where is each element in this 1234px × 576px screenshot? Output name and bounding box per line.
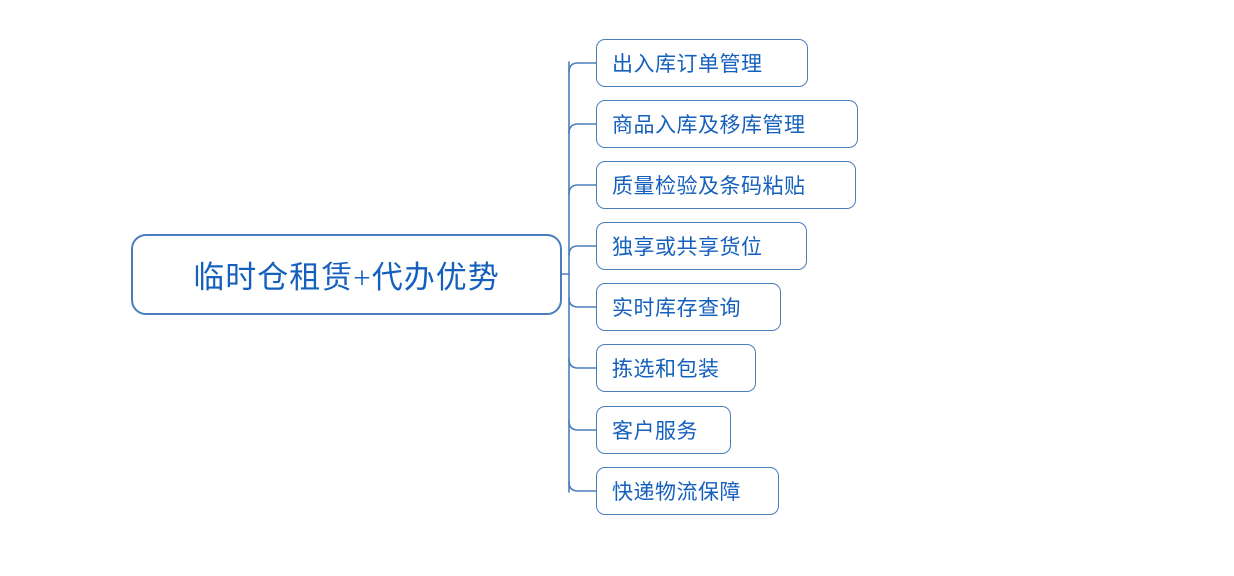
child-node-label: 出入库订单管理 [612, 52, 763, 76]
child-node-3[interactable]: 质量检验及条码粘贴 [596, 161, 856, 209]
branch-connector-8 [568, 481, 597, 492]
child-node-label: 质量检验及条码粘贴 [612, 174, 806, 198]
branch-connector-3 [568, 184, 597, 195]
branch-connector-1 [568, 62, 597, 73]
child-node-8[interactable]: 快递物流保障 [596, 467, 779, 515]
child-node-7[interactable]: 客户服务 [596, 406, 731, 454]
root-node[interactable]: 临时仓租赁+代办优势 [131, 234, 562, 315]
branch-connector-5 [568, 297, 597, 308]
branch-connector-6 [568, 358, 597, 369]
child-node-label: 商品入库及移库管理 [612, 113, 806, 137]
child-node-2[interactable]: 商品入库及移库管理 [596, 100, 858, 148]
child-node-label: 独享或共享货位 [612, 235, 763, 259]
child-node-1[interactable]: 出入库订单管理 [596, 39, 808, 87]
child-node-5[interactable]: 实时库存查询 [596, 283, 781, 331]
child-node-label: 拣选和包装 [612, 357, 720, 381]
child-node-label: 实时库存查询 [612, 296, 741, 320]
root-node-label: 临时仓租赁+代办优势 [193, 260, 500, 295]
child-node-4[interactable]: 独享或共享货位 [596, 222, 807, 270]
branch-connector-4 [568, 245, 597, 256]
branch-connector-2 [568, 123, 597, 134]
branch-connector-7 [568, 420, 597, 431]
child-node-6[interactable]: 拣选和包装 [596, 344, 756, 392]
child-node-label: 快递物流保障 [612, 480, 741, 504]
child-node-label: 客户服务 [612, 419, 698, 443]
